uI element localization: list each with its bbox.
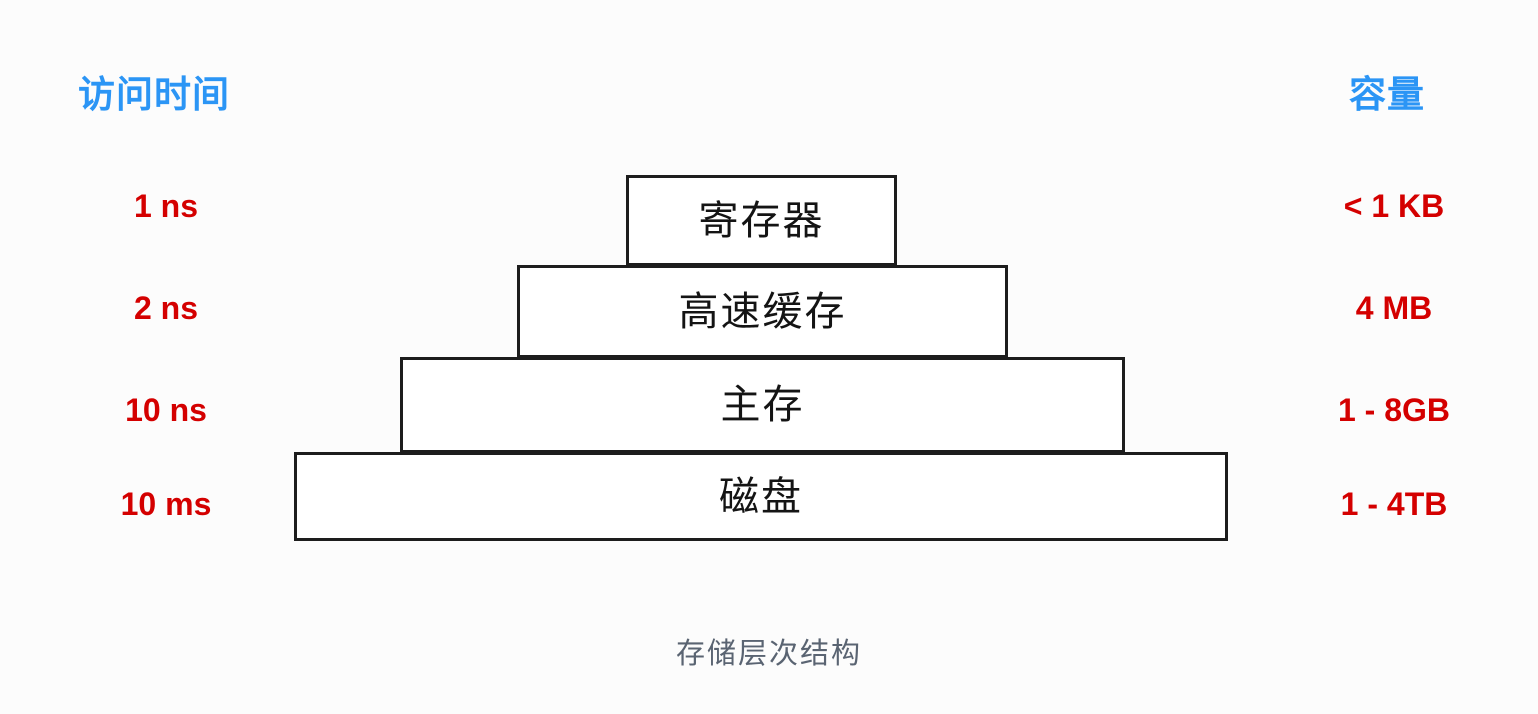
pyramid-tier-cache: 高速缓存 [517, 265, 1008, 358]
capacity-column-header: 容量 [1349, 74, 1425, 115]
diagram-caption: 存储层次结构 [675, 638, 862, 670]
access-time-column-header: 访问时间 [78, 74, 230, 115]
capacity-value-register: < 1 KB [1343, 188, 1445, 224]
capacity-value-cache: 4 MB [1355, 290, 1433, 326]
pyramid-tier-main-memory: 主存 [400, 357, 1125, 453]
pyramid-tier-label-main-memory: 主存 [720, 383, 805, 427]
pyramid-tier-label-register: 寄存器 [698, 198, 825, 243]
pyramid-tier-disk: 磁盘 [294, 452, 1228, 541]
capacity-value-main-memory: 1 - 8GB [1337, 392, 1451, 428]
pyramid-tier-label-disk: 磁盘 [719, 474, 803, 519]
access-time-value-cache: 2 ns [133, 290, 199, 326]
pyramid-tier-register: 寄存器 [626, 175, 897, 266]
pyramid-tier-label-cache: 高速缓存 [678, 289, 847, 334]
access-time-value-register: 1 ns [133, 188, 199, 224]
access-time-value-main-memory: 10 ns [125, 392, 207, 428]
access-time-value-disk: 10 ms [120, 486, 212, 522]
capacity-value-disk: 1 - 4TB [1340, 486, 1448, 522]
